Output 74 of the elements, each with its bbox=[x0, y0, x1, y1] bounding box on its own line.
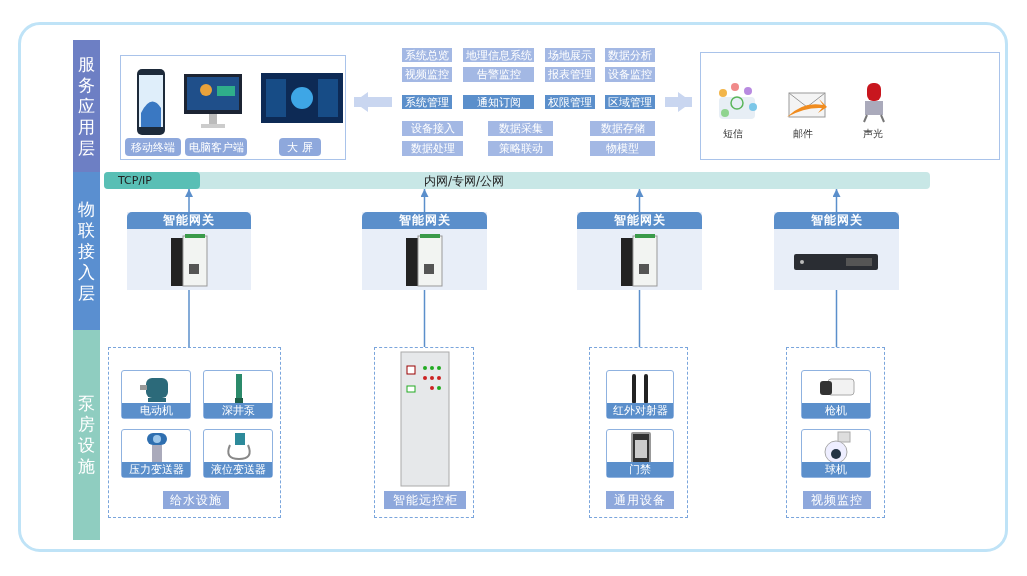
function-button: 报表管理 bbox=[545, 67, 595, 82]
function-button: 视频监控 bbox=[402, 67, 452, 82]
connector-line bbox=[638, 289, 641, 348]
connector-line bbox=[423, 289, 426, 348]
function-button: 数据分析 bbox=[605, 48, 655, 62]
gateway-card bbox=[127, 212, 251, 290]
panel-frame bbox=[700, 52, 1000, 160]
connector-line bbox=[188, 289, 190, 348]
network-label: 内网/专网/公网 bbox=[424, 173, 505, 190]
arrow bbox=[185, 188, 193, 213]
device-card bbox=[203, 370, 273, 419]
function-button: 系统管理 bbox=[402, 95, 452, 109]
device-group-frame bbox=[786, 347, 885, 518]
function-button: 设备接入 bbox=[402, 121, 463, 136]
group-label: 通用设备 bbox=[606, 491, 674, 509]
protocol-label: TCP/IP bbox=[104, 172, 200, 189]
gateway-title: 智能网关 bbox=[774, 212, 899, 229]
function-button: 设备监控 bbox=[605, 67, 655, 82]
gateway-card bbox=[774, 212, 899, 290]
network-bar bbox=[104, 172, 930, 189]
arrow bbox=[832, 188, 841, 213]
group-label: 智能远控柜 bbox=[384, 491, 466, 509]
gateway-title: 智能网关 bbox=[577, 212, 702, 229]
device-card bbox=[801, 429, 871, 478]
function-button: 场地展示 bbox=[545, 48, 595, 62]
device-group-frame bbox=[374, 347, 474, 518]
gateway-title: 智能网关 bbox=[362, 212, 487, 229]
device-name: 深井泵 bbox=[204, 403, 272, 418]
layer-band: 泵房设施 bbox=[73, 330, 100, 540]
terminal-label: 移动终端 bbox=[125, 138, 181, 156]
device-name: 球机 bbox=[802, 462, 870, 477]
layer-band: 服务应用层 bbox=[73, 40, 100, 172]
panel-frame bbox=[120, 55, 346, 160]
device-name: 压力变送器 bbox=[122, 462, 190, 477]
arrow bbox=[354, 92, 392, 112]
gateway-title: 智能网关 bbox=[127, 212, 251, 229]
function-button: 数据存储 bbox=[590, 121, 655, 136]
terminal-label: 电脑客户端 bbox=[185, 138, 247, 156]
group-label: 给水设施 bbox=[163, 491, 229, 509]
device-card bbox=[606, 370, 674, 419]
device-name: 电动机 bbox=[122, 403, 190, 418]
device-name: 门禁 bbox=[607, 462, 673, 477]
arrow bbox=[665, 92, 692, 112]
connector-line bbox=[835, 289, 838, 348]
function-button: 物模型 bbox=[590, 141, 655, 156]
device-card bbox=[121, 370, 191, 419]
arrow bbox=[635, 188, 644, 213]
terminal-label: 大 屏 bbox=[279, 138, 321, 156]
gateway-card bbox=[362, 212, 487, 290]
channel-label: 邮件 bbox=[783, 127, 823, 141]
arrow bbox=[420, 188, 429, 213]
group-label: 视频监控 bbox=[803, 491, 871, 509]
function-button: 数据采集 bbox=[488, 121, 553, 136]
function-button: 策略联动 bbox=[488, 141, 553, 156]
device-card bbox=[606, 429, 674, 478]
function-button: 告警监控 bbox=[463, 67, 534, 82]
channel-label: 短信 bbox=[713, 127, 753, 141]
device-card bbox=[203, 429, 273, 478]
gateway-card bbox=[577, 212, 702, 290]
function-button: 数据处理 bbox=[402, 141, 463, 156]
device-name: 液位变送器 bbox=[204, 462, 272, 477]
function-button: 区域管理 bbox=[605, 95, 655, 109]
function-button: 权限管理 bbox=[545, 95, 595, 109]
channel-label: 声光 bbox=[853, 127, 893, 141]
device-card bbox=[121, 429, 191, 478]
device-group-frame bbox=[108, 347, 281, 518]
function-button: 通知订阅 bbox=[463, 95, 534, 109]
device-card bbox=[801, 370, 871, 419]
device-group-frame bbox=[589, 347, 688, 518]
function-button: 地理信息系统 bbox=[463, 48, 534, 62]
function-button: 系统总览 bbox=[402, 48, 452, 62]
layer-band: 物联接入层 bbox=[73, 172, 100, 330]
device-name: 枪机 bbox=[802, 403, 870, 418]
device-name: 红外对射器 bbox=[607, 403, 673, 418]
